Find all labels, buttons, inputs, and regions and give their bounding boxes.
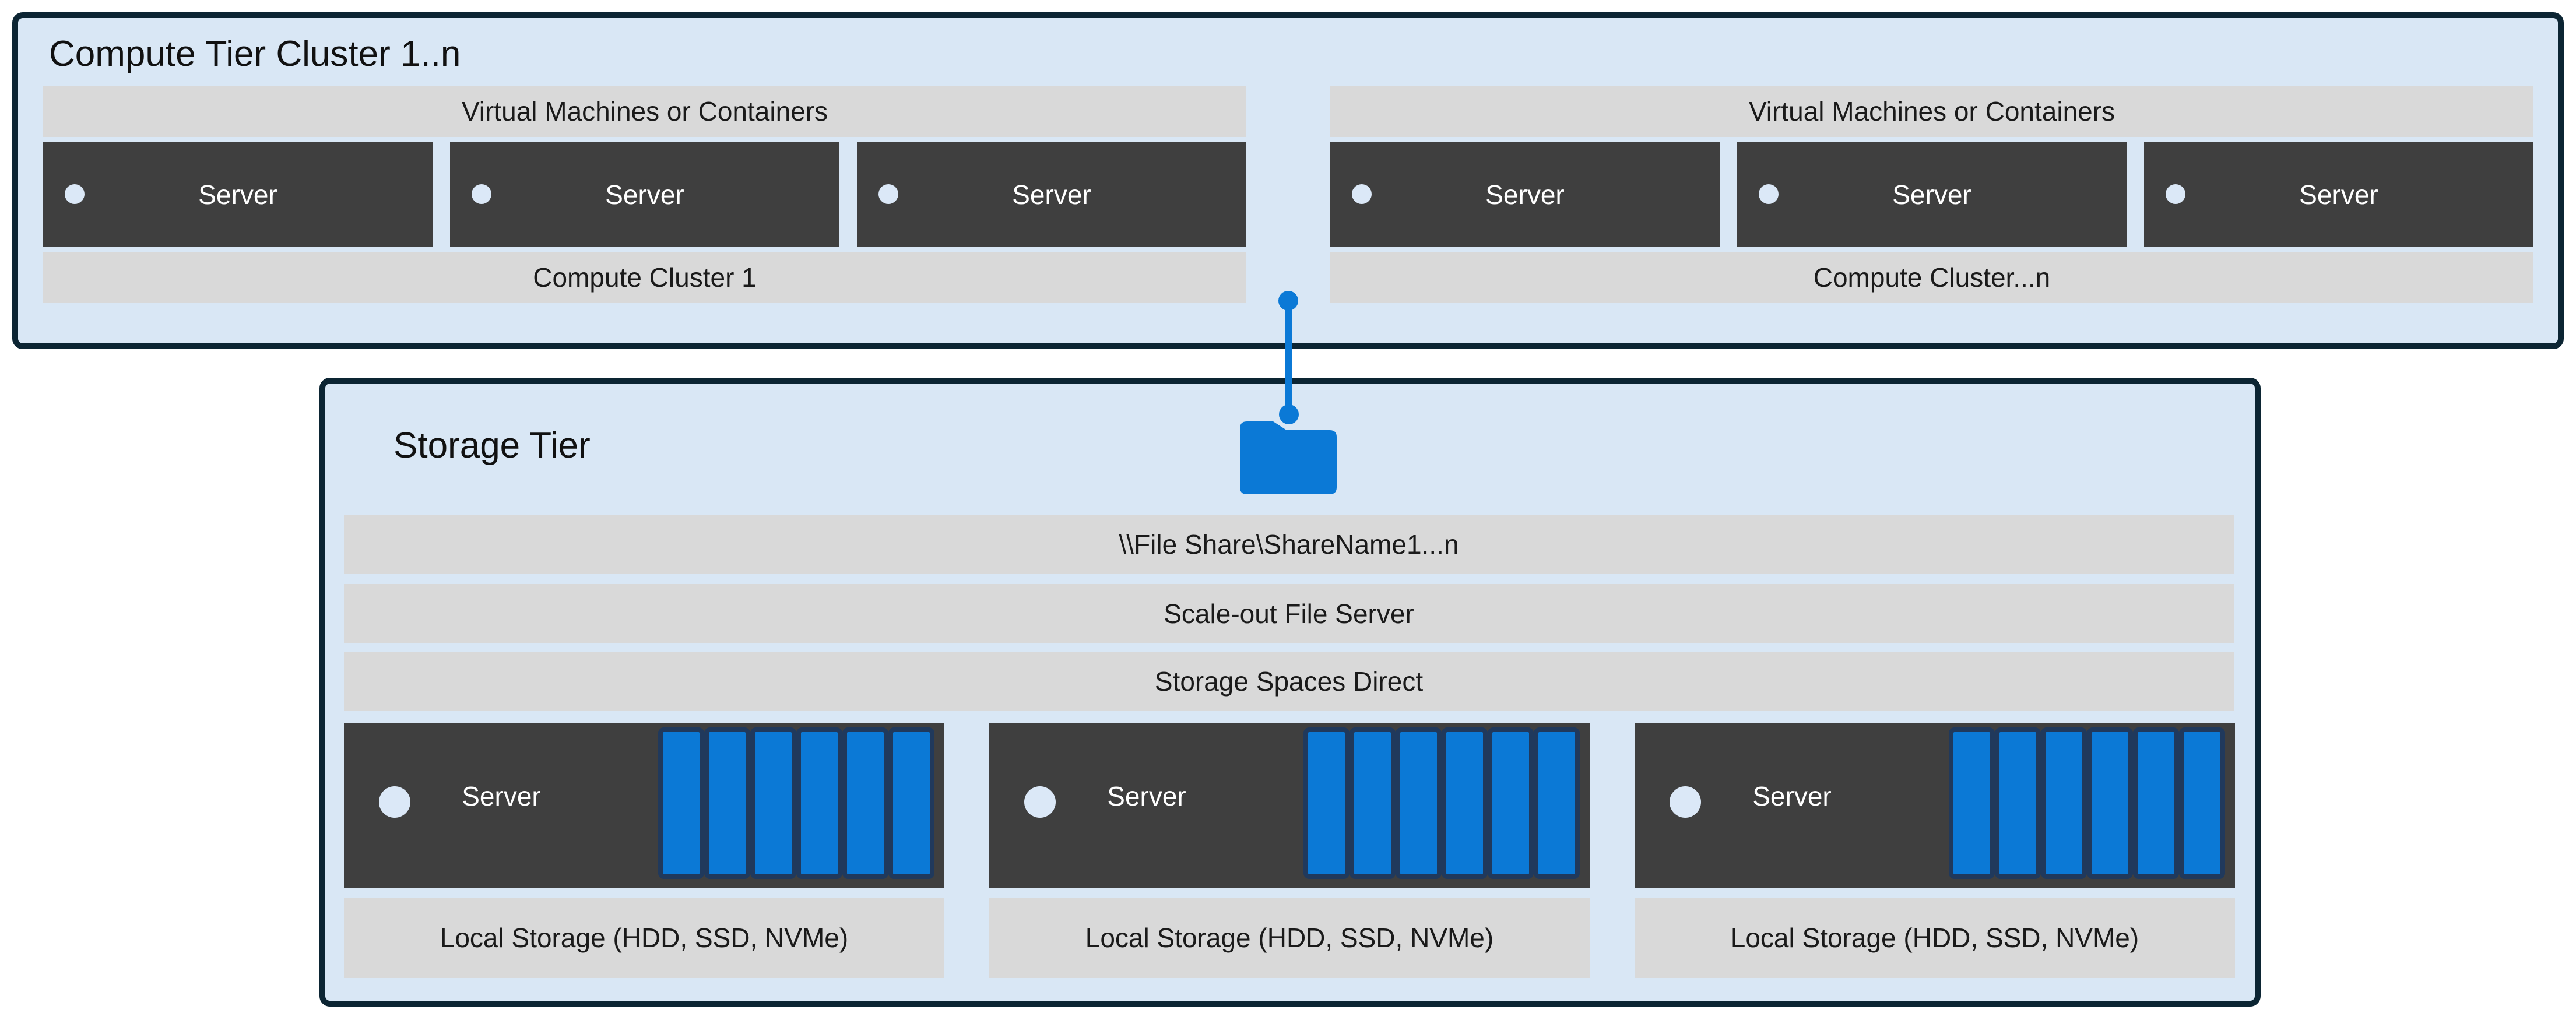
local-storage-label: Local Storage (HDD, SSD, NVMe): [1085, 923, 1494, 953]
server-label: Server: [1107, 781, 1186, 811]
file-share-label: \\File Share\ShareName1...n: [1119, 529, 1459, 560]
storage-server-box: Server: [344, 723, 944, 888]
server-led-icon: [1670, 786, 1701, 818]
disk-icon: [796, 727, 842, 879]
storage-spaces-direct-label: Storage Spaces Direct: [1154, 666, 1424, 697]
local-storage-label: Local Storage (HDD, SSD, NVMe): [1730, 923, 2139, 953]
compute-cluster-bar-1: Compute Cluster 1: [43, 252, 1246, 303]
connector-bottom-dot-icon: [1279, 405, 1299, 424]
server-led-icon: [878, 184, 898, 204]
server-led-icon: [2166, 184, 2185, 204]
disk-icon: [1534, 727, 1580, 879]
compute-server-box: Server: [1737, 142, 2127, 247]
local-storage-bar: Local Storage (HDD, SSD, NVMe): [989, 898, 1590, 978]
compute-cluster-label: Compute Cluster 1: [533, 262, 757, 293]
disk-icon: [2041, 727, 2087, 879]
local-storage-bar: Local Storage (HDD, SSD, NVMe): [1635, 898, 2235, 978]
compute-tier-title: Compute Tier Cluster 1..n: [49, 34, 461, 74]
server-led-icon: [1024, 786, 1056, 818]
scale-out-file-server-bar: Scale-out File Server: [344, 584, 2234, 643]
disk-array: [658, 727, 934, 879]
disk-icon: [1396, 727, 1442, 879]
server-label: Server: [1012, 179, 1091, 210]
compute-cluster-label: Compute Cluster...n: [1813, 262, 2051, 293]
server-led-icon: [379, 786, 410, 818]
disk-icon: [888, 727, 934, 879]
disk-icon: [1349, 727, 1396, 879]
server-label: Server: [462, 781, 541, 811]
server-led-icon: [1352, 184, 1372, 204]
local-storage-bar: Local Storage (HDD, SSD, NVMe): [344, 898, 944, 978]
disk-icon: [2087, 727, 2133, 879]
file-share-bar: \\File Share\ShareName1...n: [344, 515, 2234, 574]
compute-server-box: Server: [857, 142, 1246, 247]
server-label: Server: [2299, 179, 2378, 210]
server-led-icon: [65, 184, 85, 204]
server-led-icon: [1759, 184, 1779, 204]
storage-tier-title: Storage Tier: [393, 425, 591, 466]
disk-icon: [2179, 727, 2225, 879]
storage-server-box: Server: [989, 723, 1590, 888]
storage-spaces-direct-bar: Storage Spaces Direct: [344, 652, 2234, 711]
disk-array: [1949, 727, 2225, 879]
connector-line: [1285, 300, 1292, 415]
scale-out-file-server-label: Scale-out File Server: [1164, 598, 1414, 629]
server-label: Server: [605, 179, 684, 210]
disk-icon: [1995, 727, 2041, 879]
vm-bar-label: Virtual Machines or Containers: [1748, 96, 2115, 126]
disk-icon: [842, 727, 888, 879]
disk-icon: [658, 727, 704, 879]
disk-icon: [1303, 727, 1349, 879]
compute-server-box: Server: [2144, 142, 2533, 247]
disk-array: [1303, 727, 1580, 879]
disk-icon: [2133, 727, 2179, 879]
compute-cluster-bar-n: Compute Cluster...n: [1330, 252, 2533, 303]
server-label: Server: [198, 179, 277, 210]
folder-icon: [1240, 421, 1337, 494]
disk-icon: [750, 727, 796, 879]
storage-server-box: Server: [1635, 723, 2235, 888]
vm-bar-cluster-1: Virtual Machines or Containers: [43, 86, 1246, 137]
vm-bar-cluster-n: Virtual Machines or Containers: [1330, 86, 2533, 137]
server-label: Server: [1752, 781, 1832, 811]
server-label: Server: [1892, 179, 1971, 210]
disk-icon: [1949, 727, 1995, 879]
disk-icon: [704, 727, 750, 879]
local-storage-label: Local Storage (HDD, SSD, NVMe): [440, 923, 849, 953]
compute-server-box: Server: [1330, 142, 1720, 247]
connector-top-dot-icon: [1278, 291, 1298, 311]
disk-icon: [1442, 727, 1488, 879]
compute-server-box: Server: [43, 142, 433, 247]
server-label: Server: [1485, 179, 1565, 210]
vm-bar-label: Virtual Machines or Containers: [461, 96, 828, 126]
compute-server-box: Server: [450, 142, 839, 247]
disk-icon: [1488, 727, 1534, 879]
server-led-icon: [472, 184, 491, 204]
